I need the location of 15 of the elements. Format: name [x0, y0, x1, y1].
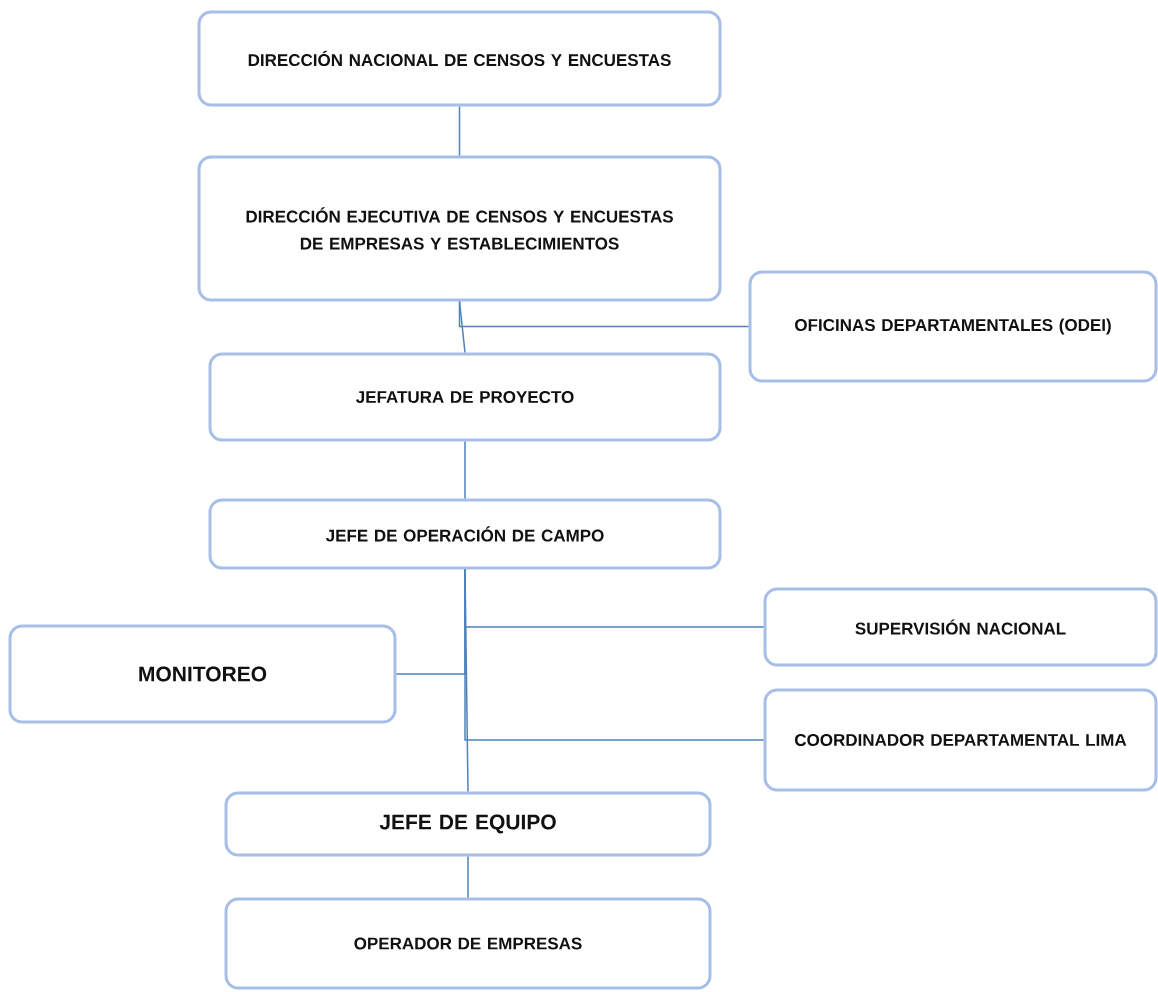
- connector-line: [464, 568, 469, 793]
- org-box: OFICINAS DEPARTAMENTALES (ODEI): [748, 270, 1158, 383]
- org-box: MONITOREO: [8, 624, 397, 724]
- connector-line: [458, 300, 750, 328]
- org-box: JEFE DE OPERACIÓN DE CAMPO: [208, 498, 722, 570]
- org-box: JEFATURA DE PROYECTO: [208, 352, 722, 442]
- connector-line: [464, 440, 466, 500]
- org-box: SUPERVISIÓN NACIONAL: [763, 587, 1158, 667]
- connector-line: [458, 105, 461, 157]
- org-box: DIRECCIÓN NACIONAL DE CENSOS Y ENCUESTAS: [197, 10, 722, 107]
- org-box: OPERADOR DE EMPRESAS: [224, 897, 712, 990]
- org-box: COORDINADOR DEPARTAMENTAL LIMA: [763, 688, 1158, 792]
- connector-line: [467, 855, 469, 899]
- org-box: DIRECCIÓN EJECUTIVA DE CENSOS Y ENCUESTAS DE EMPRESAS Y ESTABLECIMIENTOS: [197, 155, 722, 302]
- org-box: JEFE DE EQUIPO: [224, 791, 712, 857]
